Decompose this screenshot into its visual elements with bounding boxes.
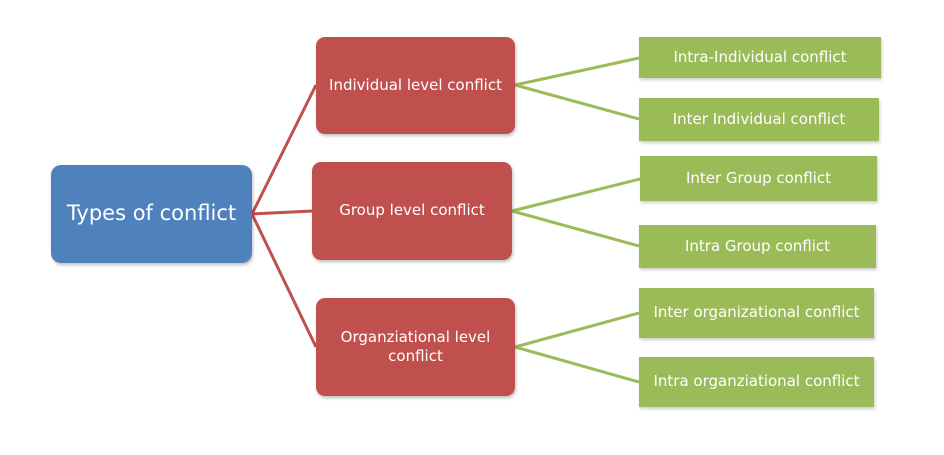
leaf-node-inter-group: Inter Group conflict xyxy=(640,156,877,201)
connector-individual-inter xyxy=(514,83,640,121)
root-node-types-of-conflict: Types of conflict xyxy=(51,165,252,263)
level-node-organizational: Organziational level conflict xyxy=(316,298,515,396)
connector-individual-intra xyxy=(514,56,640,87)
connector-root-organizational xyxy=(250,213,318,348)
connector-root-individual xyxy=(250,84,318,215)
level-label-group: Group level conflict xyxy=(339,201,485,220)
leaf-node-intra-group: Intra Group conflict xyxy=(639,225,876,268)
leaf-node-inter-organizational: Inter organizational conflict xyxy=(639,288,874,338)
leaf-node-intra-individual: Intra-Individual conflict xyxy=(639,37,881,78)
level-node-group: Group level conflict xyxy=(312,162,512,260)
connector-root-group xyxy=(251,209,313,216)
connector-organizational-intra xyxy=(514,345,640,384)
leaf-label-intra-group: Intra Group conflict xyxy=(684,236,831,255)
leaf-label-inter-individual: Inter Individual conflict xyxy=(672,109,846,128)
leaf-node-inter-individual: Inter Individual conflict xyxy=(639,98,879,141)
level-label-organizational: Organziational level conflict xyxy=(340,327,491,366)
leaf-label-inter-organizational: Inter organizational conflict xyxy=(653,303,860,322)
connector-group-intra xyxy=(511,209,640,248)
leaf-label-intra-individual: Intra-Individual conflict xyxy=(673,47,847,66)
leaf-label-intra-organizational: Intra organziational conflict xyxy=(653,372,860,391)
connector-group-inter xyxy=(511,177,641,213)
leaf-node-intra-organizational: Intra organziational conflict xyxy=(639,357,874,407)
connector-organizational-inter xyxy=(514,311,640,349)
leaf-label-inter-group: Inter Group conflict xyxy=(685,168,832,187)
root-label: Types of conflict xyxy=(66,201,237,226)
level-node-individual: Individual level conflict xyxy=(316,37,515,134)
level-label-individual: Individual level conflict xyxy=(329,75,502,94)
